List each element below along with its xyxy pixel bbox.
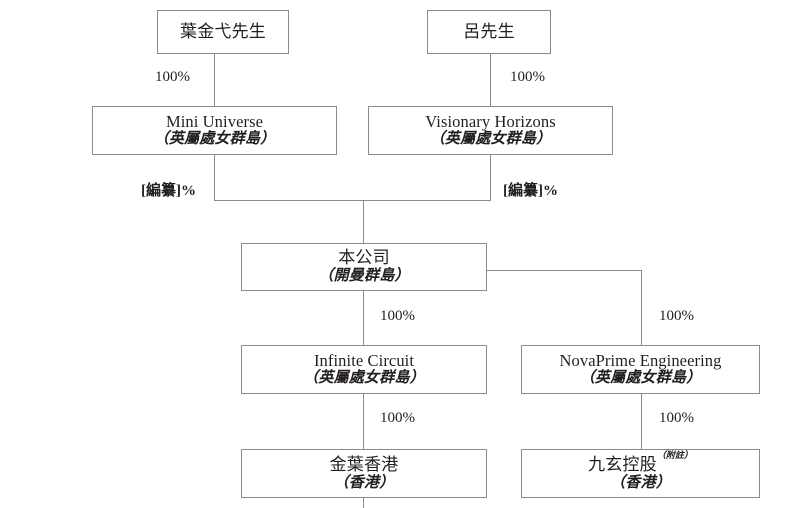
node-visionary-horizons: Visionary Horizons （英屬處女群島） [368,106,613,155]
edge-label-mini-to-company: [編纂]% [141,183,196,199]
node-jinye-hongkong: 金葉香港 （香港） [241,449,487,498]
node-infinite-circuit: Infinite Circuit （英屬處女群島） [241,345,487,394]
edge-label-visionary-to-company: [編纂]% [503,183,558,199]
edge-label-ye-to-mini: 100% [155,69,190,85]
node-footnote-marker: （附註） [656,449,693,460]
connector-lui-to-visionary [490,54,491,106]
connector-junction-to-company [363,200,364,243]
node-label-name: 九玄控股 [588,454,657,474]
edge-label-company-to-novaprime: 100% [659,308,694,324]
node-jiuxuan-holdings: 九玄控股（附註） （香港） [521,449,760,498]
node-label-jurisdiction: （英屬處女群島） [429,131,552,148]
node-ye-jinyi: 葉金弋先生 [157,10,289,54]
node-label-jurisdiction: （英屬處女群島） [579,370,702,387]
node-label-jurisdiction: （香港） [610,474,671,491]
edge-label-company-to-infinite: 100% [380,308,415,324]
edge-label-novaprime-to-jiuxuan: 100% [659,410,694,426]
node-label-name: Visionary Horizons [425,111,556,131]
node-label-name: 葉金弋先生 [180,21,266,41]
edge-label-lui-to-visionary: 100% [510,69,545,85]
edge-label-infinite-to-jinye: 100% [380,410,415,426]
node-label-name: 呂先生 [463,21,515,41]
node-label-name: 金葉香港 [329,454,399,474]
connector-company-right-bar [487,270,642,271]
node-label-jurisdiction: （香港） [333,474,395,491]
connector-company-to-infinite [363,291,364,345]
node-mini-universe: Mini Universe （英屬處女群島） [92,106,337,155]
node-label-name: 本公司 [338,248,390,268]
connector-company-to-novaprime [641,270,642,345]
node-label-name: Mini Universe [165,111,264,131]
node-label-name: NovaPrime Engineering [559,350,722,370]
node-label-name: Infinite Circuit [313,350,415,370]
node-label-name-wrap: 九玄控股（附註） [588,450,693,475]
connector-visionary-down [490,155,491,201]
node-label-jurisdiction: （英屬處女群島） [153,131,276,148]
connector-novaprime-to-jiuxuan [641,394,642,449]
connector-jinye-down [363,498,364,508]
connector-infinite-to-jinye [363,394,364,449]
node-novaprime-engineering: NovaPrime Engineering （英屬處女群島） [521,345,760,394]
connector-ye-to-mini [214,54,215,106]
connector-mini-down [214,155,215,201]
node-the-company: 本公司 （開曼群島） [241,243,487,291]
node-lui: 呂先生 [427,10,551,54]
node-label-jurisdiction: （開曼群島） [318,268,410,285]
connector-join-bar-top [214,200,491,201]
node-label-jurisdiction: （英屬處女群島） [303,370,425,387]
